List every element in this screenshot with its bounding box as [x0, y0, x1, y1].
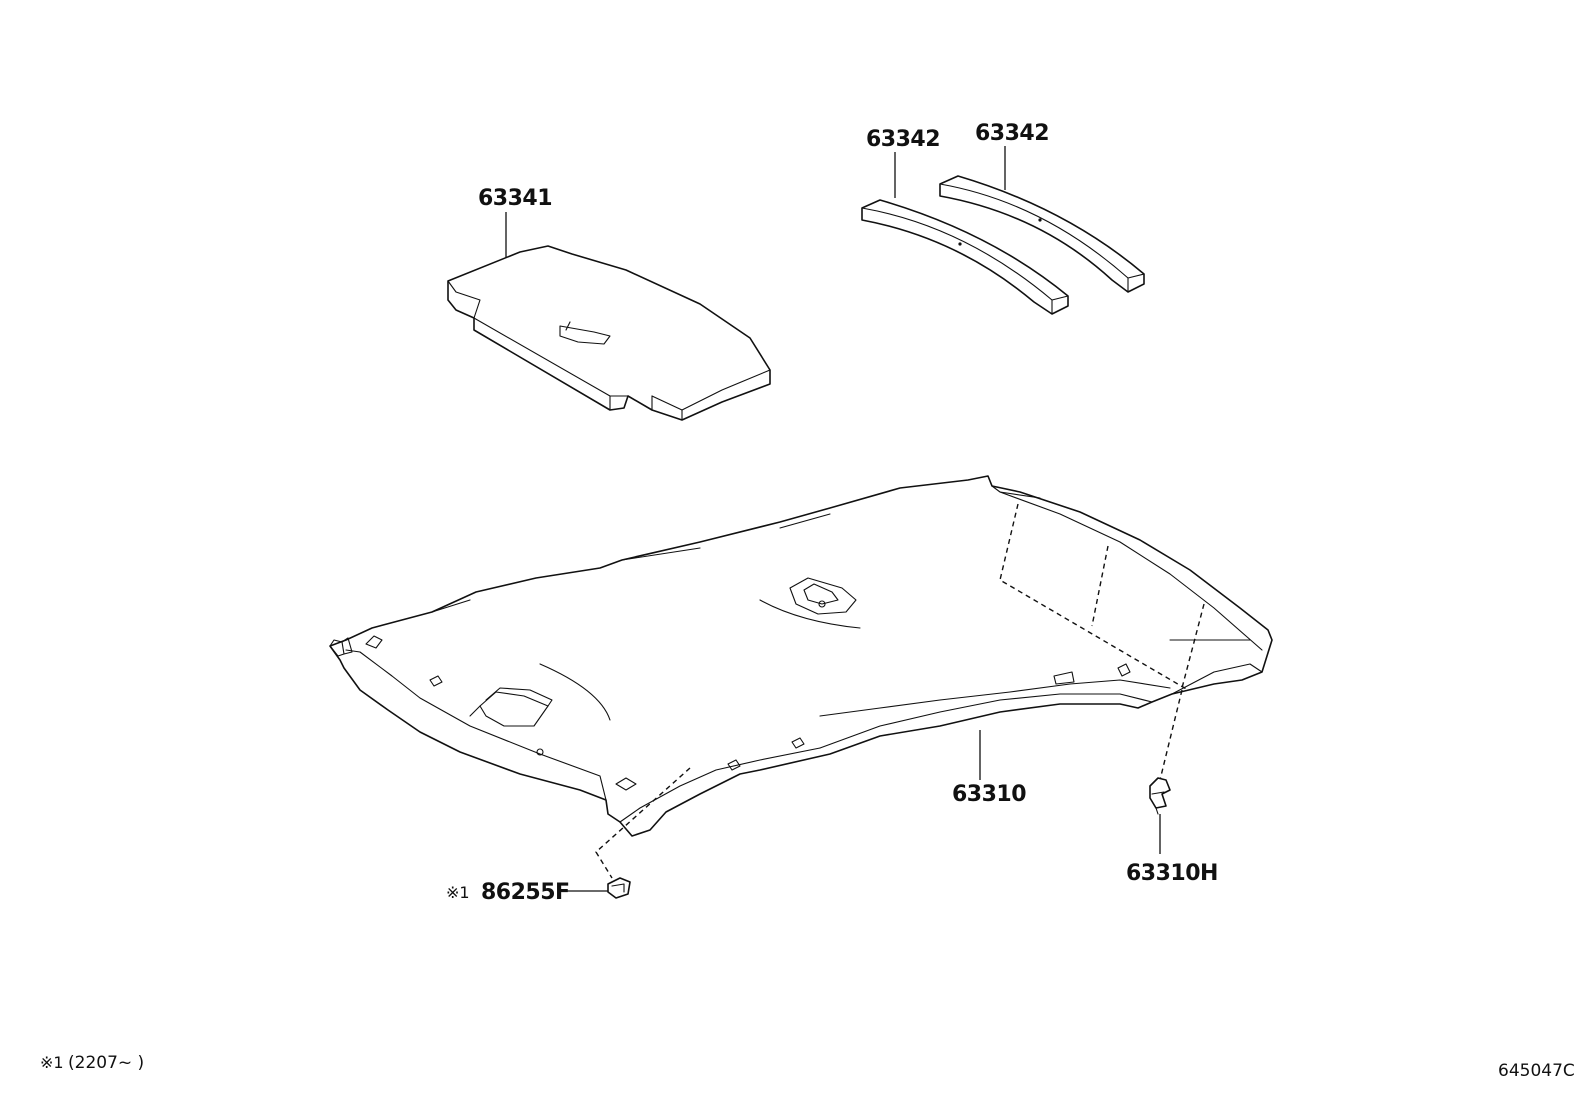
diagram-reference-code: 645047C [1498, 1061, 1575, 1081]
pad-63342-rear [939, 175, 1145, 293]
clip-dashed-line [1159, 689, 1183, 781]
pad-63341 [447, 245, 771, 421]
pad-63342-front [861, 199, 1069, 315]
footnote-mark: ※1 [40, 1053, 64, 1072]
label-63341: 63341 [478, 186, 552, 211]
label-63310H: 63310H [1126, 861, 1218, 886]
label-63342-rear: 63342 [975, 121, 1049, 146]
headliner-63310 [329, 475, 1273, 837]
label-86255F: 86255F [481, 880, 570, 905]
label-63342-front: 63342 [866, 127, 940, 152]
label-63310: 63310 [952, 782, 1026, 807]
label-86255F-note: ※1 [446, 883, 470, 902]
retainer-dashed-line [595, 767, 691, 879]
clip-63310H [1149, 777, 1171, 815]
footnote-text: (2207~ ) [68, 1053, 144, 1073]
retainer-86255F [607, 877, 631, 899]
